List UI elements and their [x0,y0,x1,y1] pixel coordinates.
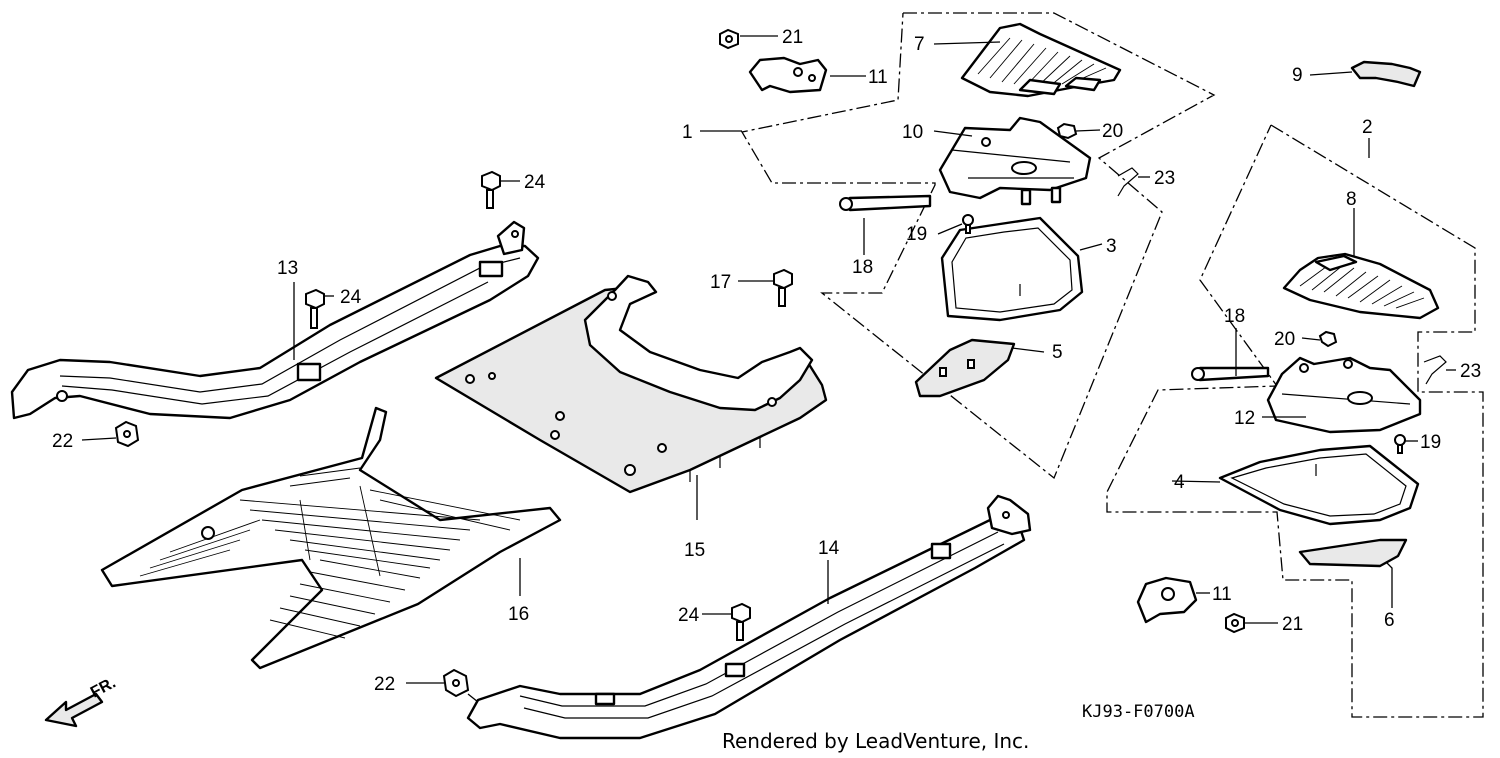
clip-23-lower [1423,355,1447,385]
nut-22-bottom [442,668,470,698]
callout-7: 7 [914,34,925,55]
callout-18-upper: 18 [852,257,873,278]
callout-19-upper: 19 [906,224,927,245]
bracket-12 [1266,356,1422,434]
callout-13: 13 [277,258,298,279]
callout-20-upper: 20 [1102,121,1123,142]
callout-15: 15 [684,540,705,561]
nut-20-lower [1318,330,1338,348]
nut-22-left [114,420,140,448]
assembly-1-boundary [740,12,1216,480]
callout-24-mid: 24 [340,287,362,308]
leader-lines [81,35,1456,684]
callout-18-lower: 18 [1224,306,1245,327]
pin-18-upper [839,194,932,212]
assembly-2-boundary [1106,124,1484,718]
callout-21-lower: 21 [1282,614,1303,635]
screw-19-upper [962,214,974,234]
callout-2: 2 [1362,117,1373,138]
callout-5: 5 [1052,342,1063,363]
cover-5 [914,338,1016,398]
callout-14: 14 [818,538,840,559]
render-credit: Rendered by LeadVenture, Inc. [722,729,1029,753]
floor-mat [100,406,562,670]
nut-21-lower [1225,612,1245,634]
front-direction-arrow: FR. [44,674,119,728]
nut-21-upper [719,28,739,50]
bolt-24-mid [305,288,325,329]
bolt-24-bottom [731,602,751,641]
callout-1: 1 [682,122,693,143]
step-7 [960,22,1122,98]
callout-4: 4 [1174,472,1185,493]
callout-23-upper: 23 [1154,168,1175,189]
callout-22-bottom: 22 [374,674,395,695]
callout-9: 9 [1292,65,1303,86]
callout-19-lower: 19 [1420,432,1441,453]
callout-16: 16 [508,604,529,625]
side-rail-right [466,494,1032,740]
side-rail-left [10,220,540,420]
callout-22-left: 22 [52,431,73,452]
step-8 [1282,252,1440,320]
bolt-24-top [481,170,501,209]
callout-21-upper: 21 [782,27,803,48]
bolt-17 [773,268,793,307]
callout-10: 10 [902,122,923,143]
callout-17: 17 [710,272,731,293]
plate-9 [1350,60,1422,88]
bracket-10 [938,116,1092,206]
callout-20-lower: 20 [1274,329,1295,350]
callout-12: 12 [1234,408,1255,429]
callout-23-lower: 23 [1460,361,1481,382]
floor-plate [434,274,828,494]
guard-plate-4 [1218,444,1420,526]
clip-23-upper [1117,167,1139,197]
callout-11-lower: 11 [1212,584,1232,605]
callout-11-upper: 11 [868,67,888,88]
drawing-code: KJ93-F0700A [1082,702,1195,722]
nut-20-upper [1056,122,1078,140]
callout-6: 6 [1384,610,1395,631]
callout-3: 3 [1106,236,1117,257]
pin-18-lower [1191,366,1270,382]
clip-11-lower [1136,576,1198,624]
callout-24-bottom: 24 [678,605,700,626]
guard-plate-3 [940,216,1084,322]
callout-24-top: 24 [524,172,546,193]
callout-8: 8 [1346,189,1357,210]
cover-6 [1298,538,1408,568]
screw-19-lower [1394,434,1406,454]
clip-11-upper [748,56,828,94]
